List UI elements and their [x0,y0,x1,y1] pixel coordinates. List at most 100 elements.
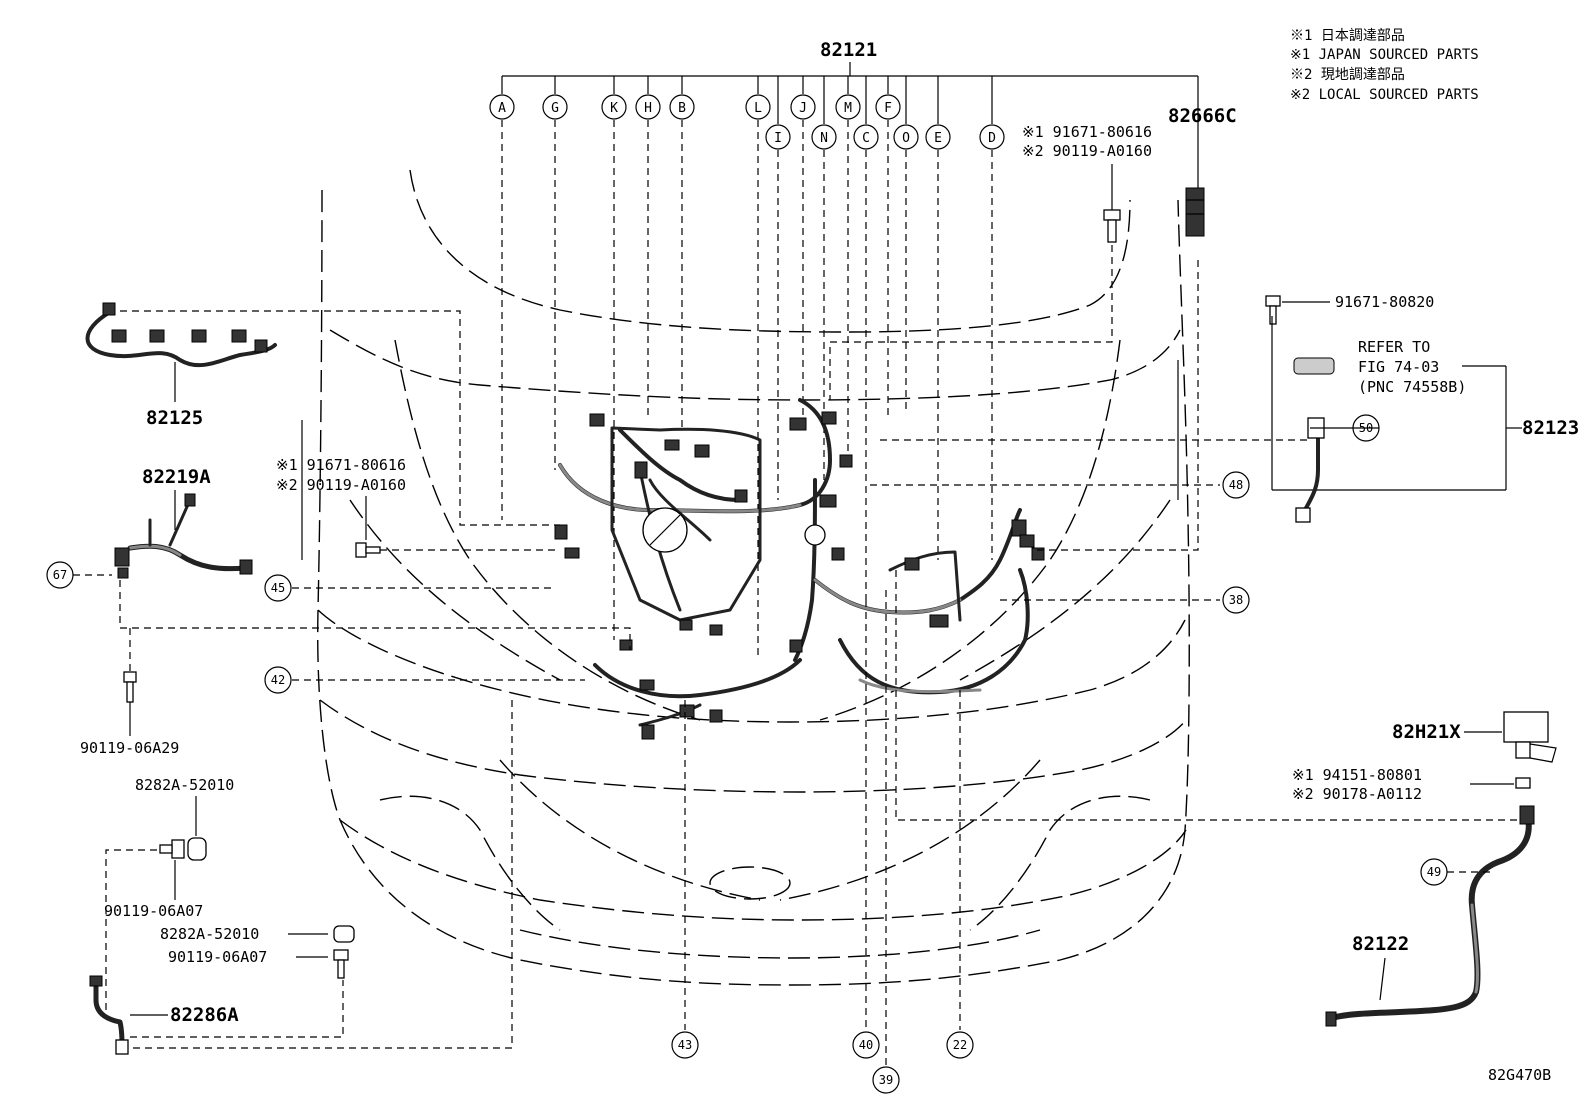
label-82h21x: 82H21X [1392,721,1461,743]
harness-connector[interactable] [904,557,920,571]
connector-letter-m[interactable]: M [835,94,861,120]
connector-letter-circle [790,94,816,120]
figure-code: 82G470B [1488,1066,1551,1084]
connector-letter-text: G [551,101,559,116]
connector-letter-b[interactable]: B [669,94,695,120]
callout-number: 48 [1229,478,1243,492]
part-82122[interactable]: 82122 [1325,805,1535,1027]
harness-connector[interactable] [589,413,605,427]
top-right-bolt-alt-1: ※1 91671-80616 [1022,123,1152,141]
top-right-bolt-alt-2: ※2 90119-A0160 [1022,142,1152,160]
callout-42[interactable]: 42 [264,666,292,694]
label-82286a: 82286A [170,1004,239,1026]
callout-number: 67 [53,568,67,582]
left-bolt-alt-1: ※1 91671-80616 [276,456,406,474]
callout-circle [1222,471,1250,499]
harness-connector[interactable] [1031,547,1045,561]
part-82h21x[interactable]: 82H21X ※1 94151-80801 ※2 90178-A0112 [1292,711,1557,803]
label-82122: 82122 [1352,933,1409,955]
part-82666c[interactable]: 82666C [1168,105,1237,237]
callout-38[interactable]: 38 [1222,586,1250,614]
connector-letter-circle [925,124,951,150]
harness-connector[interactable] [554,524,568,540]
connector-letter-k[interactable]: K [601,94,627,120]
callout-number: 49 [1427,865,1441,879]
connector-letter-d[interactable]: D [979,124,1005,150]
part-82219a[interactable]: 82219A [114,466,253,579]
harness-connector[interactable] [634,461,648,479]
connector-letter-text: D [988,131,996,146]
harness-connector[interactable] [929,614,949,628]
connector-letter-i[interactable]: I [765,124,791,150]
right-bolt-alt-1: ※1 94151-80801 [1292,766,1422,784]
connector-letter-text: M [844,101,852,116]
connector-letter-h[interactable]: H [635,94,661,120]
connector-letter-circle [542,94,568,120]
harness-connector[interactable] [839,454,853,468]
connector-letter-circle [875,94,901,120]
harness-connector[interactable] [709,709,723,723]
harness-connector[interactable] [819,494,837,508]
callout-circle [264,574,292,602]
callout-number: 39 [879,1073,893,1087]
callout-number: 45 [271,581,285,595]
harness-connector[interactable] [641,724,655,740]
harness-connector[interactable] [789,639,803,653]
bolt-90119-06a29[interactable]: 90119-06A29 [80,671,179,757]
connector-letter-l[interactable]: L [745,94,771,120]
label-82125: 82125 [146,407,203,429]
harness-connector[interactable] [564,547,580,559]
callout-49[interactable]: 49 [1420,858,1448,886]
connector-letter-text: H [644,101,652,116]
part-82125[interactable]: 82125 [85,302,277,429]
callout-number: 42 [271,673,285,687]
connector-letter-n[interactable]: N [811,124,837,150]
callout-circle [946,1031,974,1059]
part-82123[interactable]: 91671-80820 REFER TO FIG 74-03 (PNC 7455… [1265,293,1579,523]
connector-letter-f[interactable]: F [875,94,901,120]
connector-letter-a[interactable]: A [489,94,515,120]
connector-letter-e[interactable]: E [925,124,951,150]
harness-connector[interactable] [789,417,807,431]
harness-connector[interactable] [679,619,693,631]
connector-letter-circle [745,94,771,120]
harness-connector[interactable] [831,547,845,561]
callout-67[interactable]: 67 [46,561,74,589]
left-bolt[interactable]: ※1 91671-80616 ※2 90119-A0160 [276,456,406,558]
harness-connector[interactable] [821,411,837,425]
callout-22[interactable]: 22 [946,1031,974,1059]
legend: ※1 日本調達部品 ※1 JAPAN SOURCED PARTS ※2 現地調達… [1290,28,1479,103]
vehicle-front-outline [301,169,1190,986]
leader-lines [105,245,1530,1068]
harness-connector[interactable] [734,489,748,503]
callout-circle [671,1031,699,1059]
callout-45[interactable]: 45 [264,574,292,602]
callout-43[interactable]: 43 [671,1031,699,1059]
harness-connector[interactable] [664,439,680,451]
callout-39[interactable]: 39 [872,1066,900,1094]
left-bolt-alt-2: ※2 90119-A0160 [276,476,406,494]
harness-connector[interactable] [639,679,655,691]
connector-letter-circle [893,124,919,150]
harness-connector[interactable] [1019,534,1035,548]
harness-connector[interactable] [1011,519,1027,537]
callout-48[interactable]: 48 [1222,471,1250,499]
connector-letter-text: A [498,101,506,116]
harness-connector[interactable] [679,704,695,718]
connector-letter-text: B [678,101,686,116]
harness-connector[interactable] [709,624,723,636]
top-right-bolt[interactable]: ※1 91671-80616 ※2 90119-A0160 [1022,123,1152,243]
harness-connector[interactable] [694,444,710,458]
connector-letter-c[interactable]: C [853,124,879,150]
part-82286a-group[interactable]: 8282A-52010 90119-06A07 8282A-52010 9011… [89,776,355,1055]
callout-40[interactable]: 40 [852,1031,880,1059]
connector-letter-g[interactable]: G [542,94,568,120]
connector-letter-j[interactable]: J [790,94,816,120]
connector-letter-o[interactable]: O [893,124,919,150]
connector-letter-text: L [754,101,762,116]
label-90119-06a07-mid: 90119-06A07 [168,948,267,966]
harness-connector[interactable] [619,639,633,651]
